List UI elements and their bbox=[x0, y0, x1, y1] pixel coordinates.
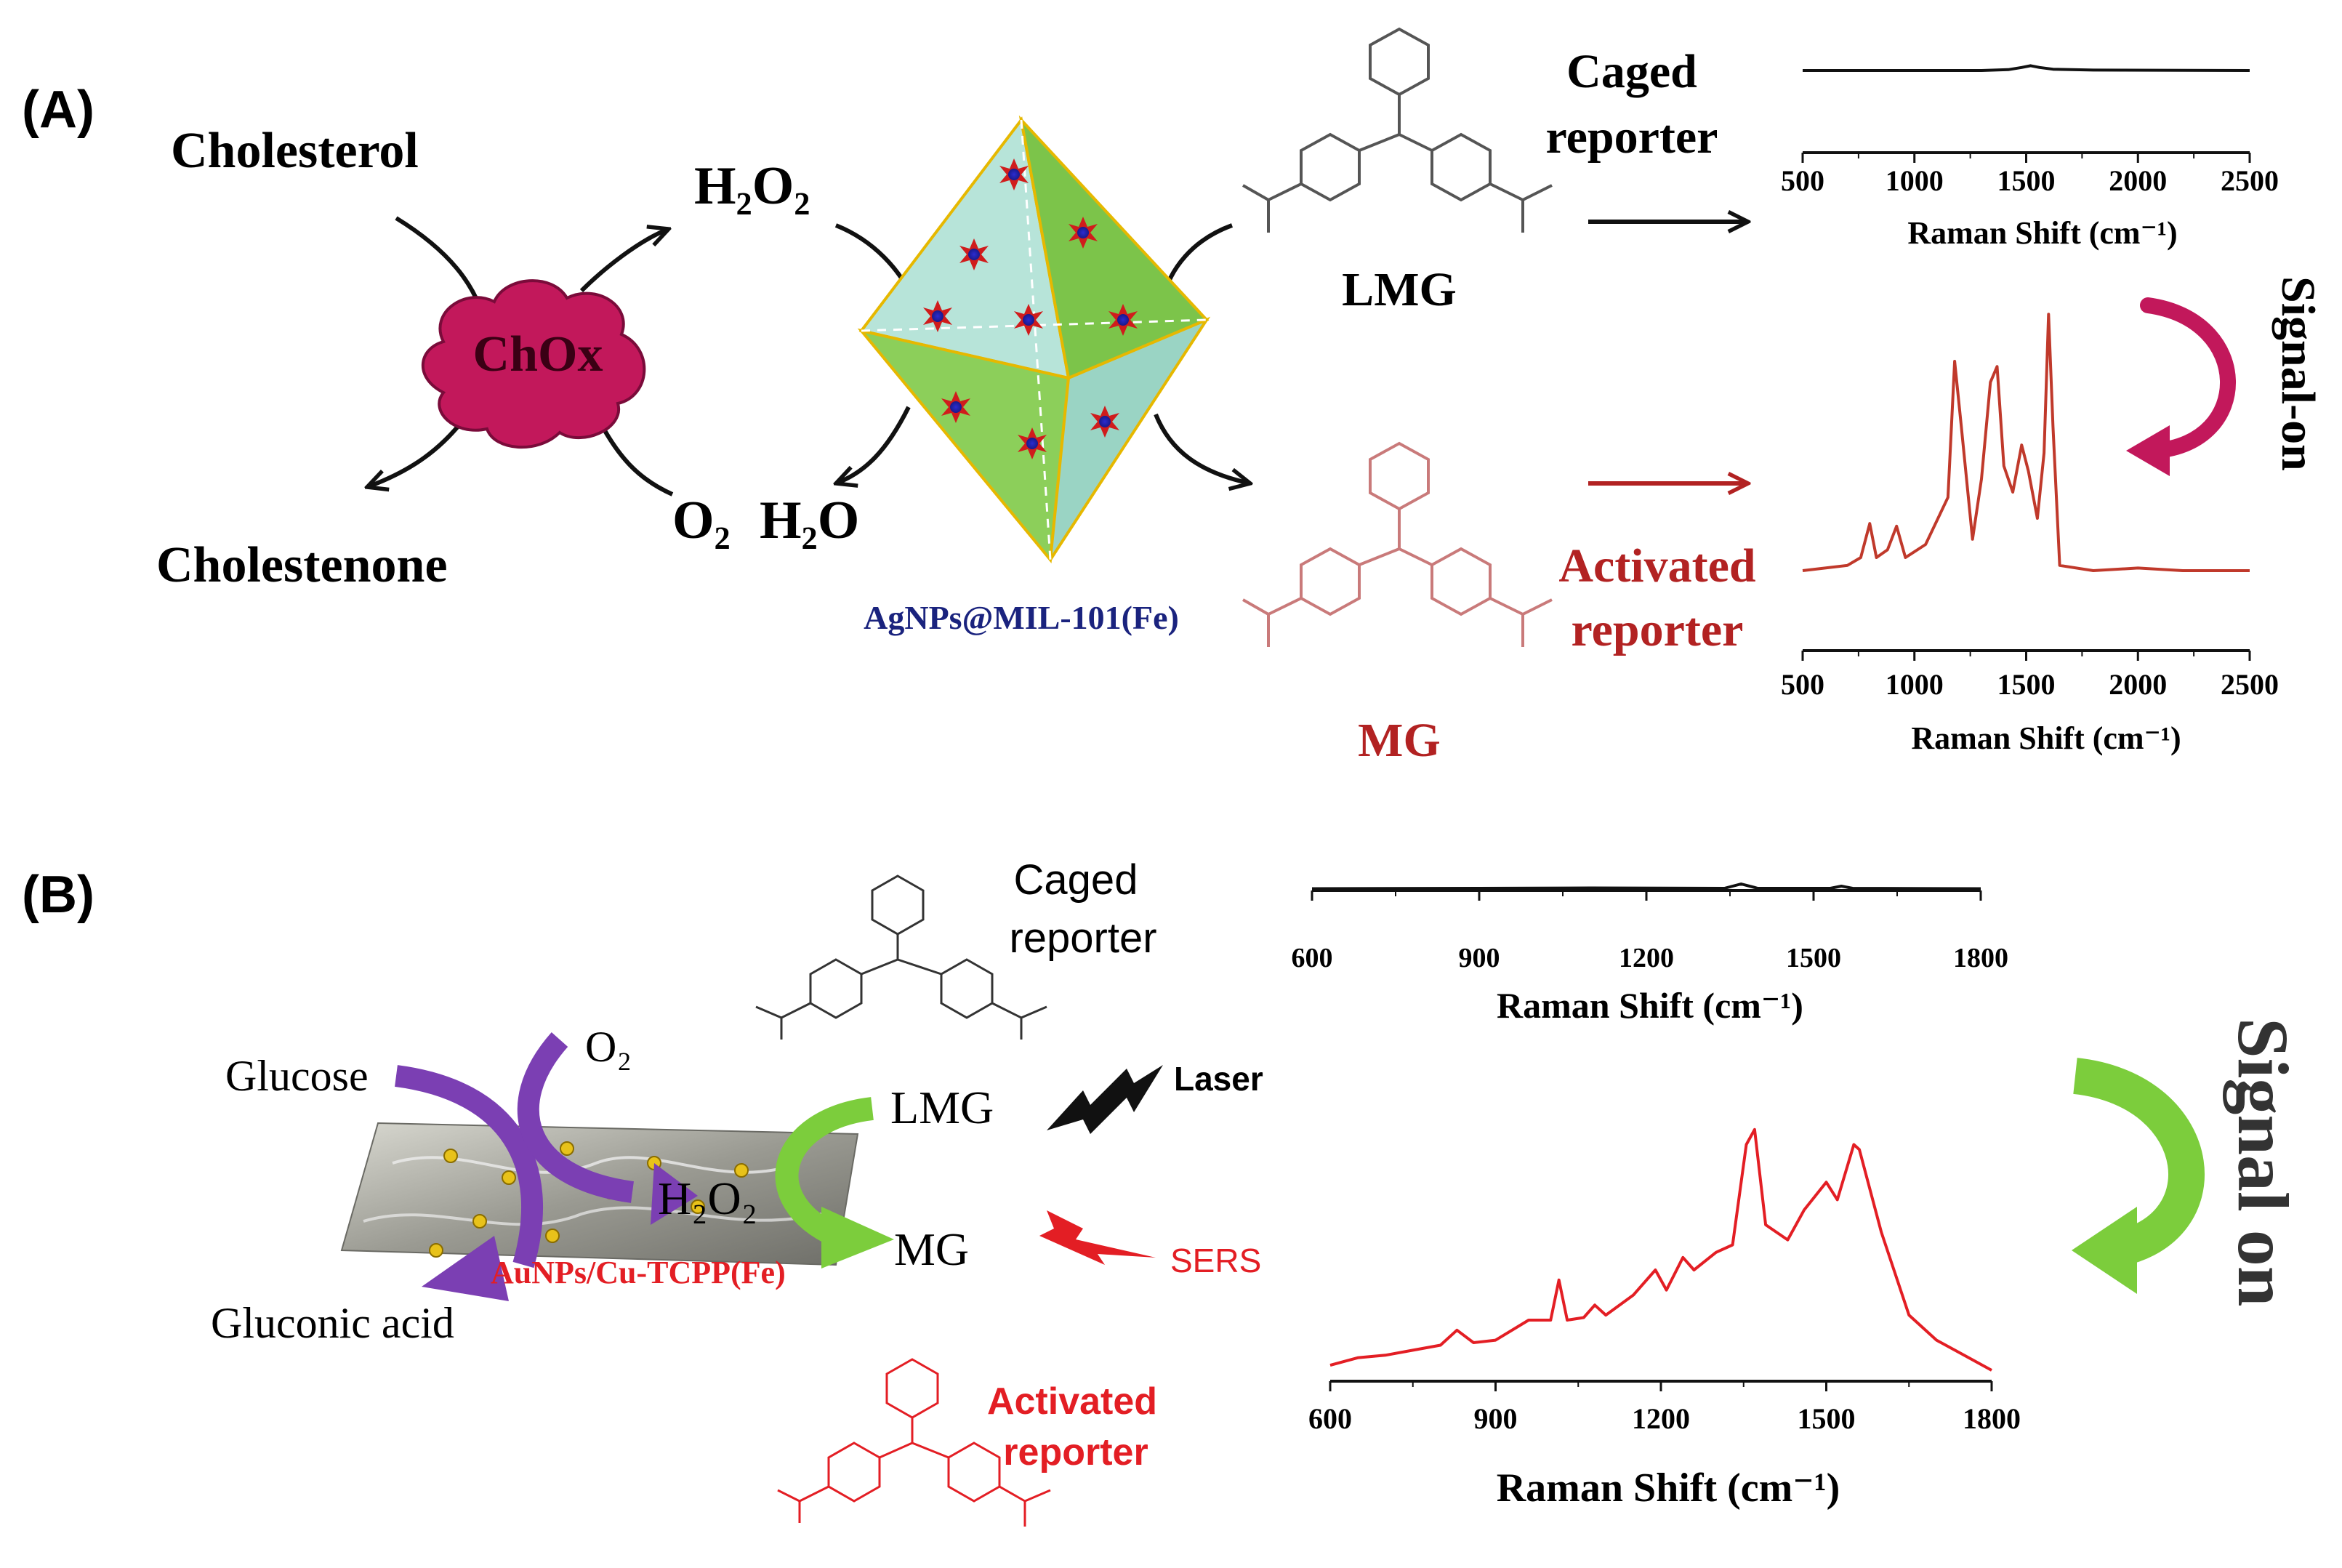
mg-structure-b bbox=[777, 1358, 1051, 1527]
x-tick-label: 1500 bbox=[1997, 164, 2056, 197]
h2o2-arrowhead bbox=[651, 1163, 698, 1225]
x-tick-label: 2500 bbox=[2221, 668, 2279, 701]
x-tick-label: 900 bbox=[1459, 943, 1500, 973]
signal-on-arrow-b bbox=[2072, 1058, 2205, 1269]
signal-on-arrowhead-a bbox=[2126, 425, 2170, 476]
caged-reporter-line1-a: Caged bbox=[1566, 45, 1697, 98]
h2o2-out-arc bbox=[579, 229, 669, 293]
panel-a-label: (A) bbox=[22, 81, 94, 139]
lmg-structure-b bbox=[755, 875, 1047, 1040]
lmg-label-a: LMG bbox=[1342, 263, 1457, 316]
spectrum-series-line bbox=[1803, 64, 2250, 72]
mof-octahedron bbox=[857, 115, 1211, 563]
caged-reporter-line2-a: reporter bbox=[1546, 110, 1718, 164]
x-axis-label: Raman Shift (cm⁻¹) bbox=[1907, 215, 2177, 251]
spectrum-series-line bbox=[1329, 1127, 1992, 1372]
lmg-to-mg-arrow bbox=[775, 1097, 874, 1247]
o2-label-a: O₂ bbox=[672, 491, 731, 550]
x-axis-label: Raman Shift (cm⁻¹) bbox=[1497, 1466, 1840, 1511]
x-tick-label: 1500 bbox=[1798, 1402, 1856, 1435]
signal-on-arrow-a bbox=[2140, 297, 2236, 459]
chox-enzyme-cloud: ChOx bbox=[421, 279, 646, 449]
panel-a: (A) Cholesterol Cholestenone ChOx H₂O₂ O… bbox=[22, 27, 2325, 767]
x-tick-label: 1800 bbox=[1953, 943, 2008, 973]
panel-b: (B) Glucose Gluconic acid O₂ H₂O₂ bbox=[22, 856, 2303, 1527]
spectrum-series-line bbox=[1311, 882, 1981, 890]
mg-label-a: MG bbox=[1358, 714, 1441, 767]
mof-to-mg-arc bbox=[1154, 413, 1250, 483]
panel-b-label: (B) bbox=[22, 866, 94, 924]
mg-label-b: MG bbox=[894, 1223, 969, 1275]
gluconic-arrowhead bbox=[422, 1236, 509, 1301]
caged-reporter-line2-b: reporter bbox=[1009, 914, 1156, 962]
x-tick-label: 2500 bbox=[2221, 164, 2279, 197]
gluconic-acid-label: Gluconic acid bbox=[211, 1299, 454, 1347]
activated-reporter-line1-a: Activated bbox=[1558, 539, 1755, 592]
glucose-arrow bbox=[395, 1065, 544, 1269]
o2-arrow bbox=[517, 1032, 635, 1203]
h2o-label-a: H₂O bbox=[760, 491, 859, 550]
laser-bolt-icon bbox=[1047, 1065, 1163, 1134]
h2o2-label-b: H₂O₂ bbox=[658, 1173, 757, 1224]
x-axis-label: Raman Shift (cm⁻¹) bbox=[1497, 985, 1803, 1026]
chox-label: ChOx bbox=[473, 326, 603, 382]
activated-reporter-line1-b: Activated bbox=[987, 1380, 1157, 1423]
x-tick-label: 2000 bbox=[2109, 668, 2167, 701]
mof-to-h2o-arc bbox=[836, 406, 911, 483]
activated-reporter-line2-b: reporter bbox=[1003, 1431, 1148, 1473]
x-tick-label: 2000 bbox=[2109, 164, 2167, 197]
x-tick-label: 1500 bbox=[1997, 668, 2056, 701]
mg-structure-a bbox=[1242, 441, 1553, 647]
signal-on-arrowhead-b bbox=[2072, 1207, 2137, 1294]
x-tick-label: 1000 bbox=[1886, 164, 1944, 197]
x-tick-label: 1200 bbox=[1632, 1402, 1690, 1435]
x-tick-label: 1500 bbox=[1786, 943, 1841, 973]
signal-on-label-a: Signal-on bbox=[2271, 276, 2325, 471]
mof-label: AgNPs@MIL-101(Fe) bbox=[864, 599, 1179, 636]
spectrum-series-line bbox=[1802, 313, 2250, 572]
cholesterol-label: Cholesterol bbox=[171, 123, 419, 179]
lmg-structure-a bbox=[1242, 27, 1553, 233]
signal-on-label-b: Signal on bbox=[2223, 1018, 2303, 1306]
x-tick-label: 600 bbox=[1308, 1402, 1352, 1435]
cholestenone-label: Cholestenone bbox=[156, 537, 448, 593]
x-axis-label: Raman Shift (cm⁻¹) bbox=[1911, 720, 2181, 756]
x-tick-label: 1800 bbox=[1963, 1402, 2021, 1435]
x-tick-label: 1200 bbox=[1619, 943, 1674, 973]
glucose-label: Glucose bbox=[225, 1052, 369, 1100]
h2o2-label-a: H₂O₂ bbox=[694, 156, 810, 216]
x-tick-label: 1000 bbox=[1886, 668, 1944, 701]
x-tick-label: 500 bbox=[1781, 164, 1824, 197]
lmg-label-b: LMG bbox=[890, 1082, 994, 1133]
x-tick-label: 900 bbox=[1474, 1402, 1518, 1435]
caged-reporter-line1-b: Caged bbox=[1014, 856, 1138, 904]
laser-label: Laser bbox=[1174, 1060, 1263, 1098]
sers-label: SERS bbox=[1170, 1242, 1261, 1279]
o2-label-b: O₂ bbox=[585, 1023, 632, 1071]
activated-reporter-line2-a: reporter bbox=[1572, 603, 1744, 656]
sers-bolt-icon bbox=[1039, 1210, 1156, 1265]
x-tick-label: 500 bbox=[1781, 668, 1824, 701]
catalyst-label: AuNPs/Cu-TCPP(Fe) bbox=[491, 1255, 786, 1290]
x-tick-label: 600 bbox=[1292, 943, 1333, 973]
lmg-to-mg-arrowhead bbox=[821, 1207, 894, 1269]
